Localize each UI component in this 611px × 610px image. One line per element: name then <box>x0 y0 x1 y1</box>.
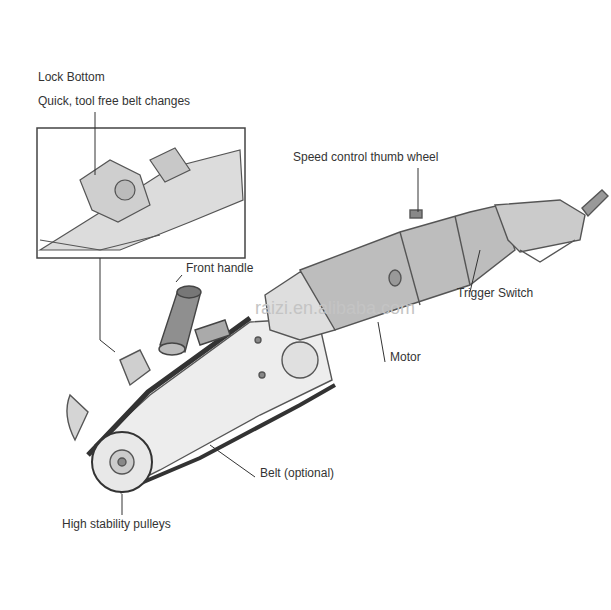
part-label: Belt (optional) <box>260 466 334 480</box>
part-label: Motor <box>390 350 421 364</box>
part-label: Trigger Switch <box>457 286 533 300</box>
note-label: Quick, tool free belt changes <box>38 94 190 108</box>
part-label: Lock Bottom <box>38 70 105 84</box>
part-label: Speed control thumb wheel <box>293 150 438 164</box>
part-label: Front handle <box>186 261 253 275</box>
watermark: raizi.en.alibaba.com <box>255 298 415 318</box>
part-label: High stability pulleys <box>62 517 171 531</box>
